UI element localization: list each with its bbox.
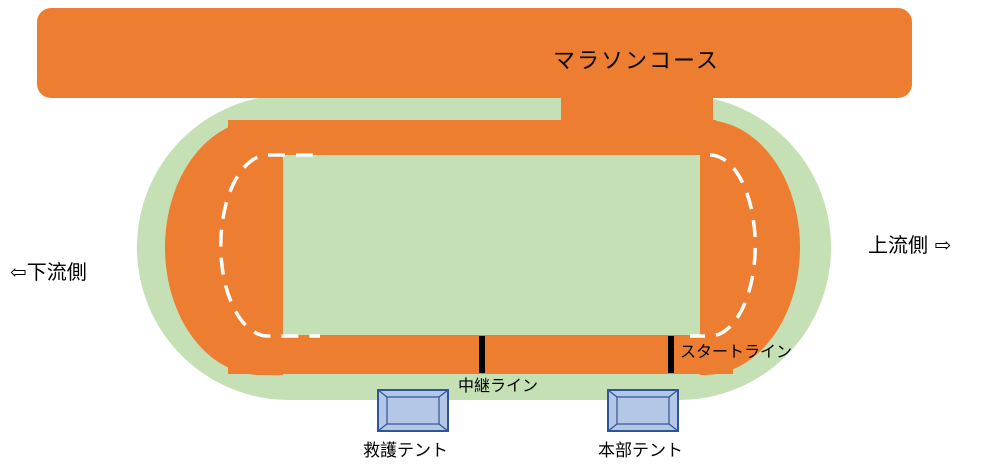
hq-tent-label: 本部テント: [598, 441, 683, 461]
right-dashed-marker: [690, 153, 757, 338]
downstream-label: ⇦下流側: [10, 260, 87, 284]
relay-line-label: 中継ライン: [458, 376, 539, 395]
inner-field: [283, 155, 700, 335]
left-dashed-marker: [218, 153, 320, 338]
running-track: [165, 120, 800, 375]
start-line-label: スタートライン: [680, 342, 793, 361]
rescue-tent-icon: [377, 389, 449, 432]
upstream-label: 上流側 ⇨: [868, 233, 952, 257]
track-left-curve: [165, 120, 283, 375]
rescue-tent-label: 救護テント: [363, 441, 448, 461]
relay-line-marker: [479, 336, 485, 373]
track-right-curve: [700, 120, 800, 375]
marathon-course-band: [37, 8, 912, 98]
start-line-marker: [668, 336, 674, 373]
marathon-course-label: マラソンコース: [553, 49, 720, 74]
course-connector: [561, 90, 713, 130]
hq-tent-icon: [607, 389, 679, 432]
